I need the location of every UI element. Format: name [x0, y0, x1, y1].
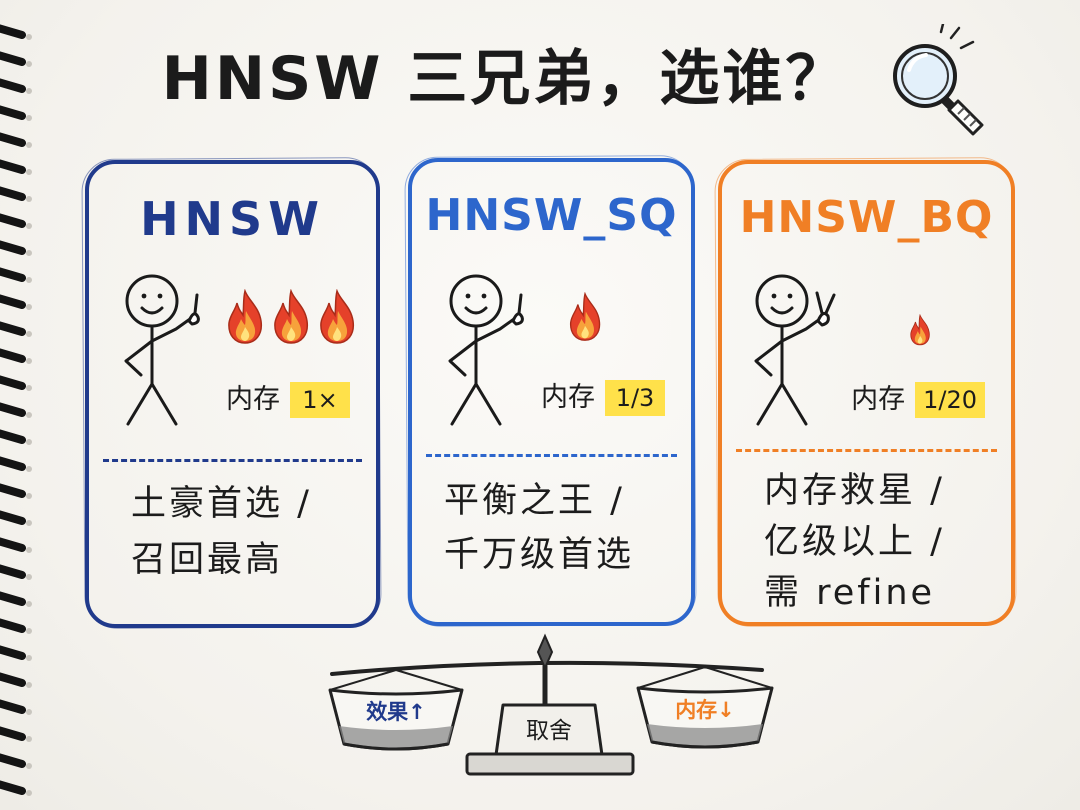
spiral-ring: [0, 321, 32, 337]
description-line: 土豪首选 /: [131, 484, 312, 524]
memory-value-highlight: 1/20: [915, 382, 985, 418]
flame-rating: [908, 313, 932, 346]
dashed-divider: [736, 449, 997, 452]
spiral-ring: [0, 24, 32, 40]
card-hnsw: HNSW 内存 1× 土豪首选 / 召回最高: [85, 160, 380, 628]
card-title: HNSW_BQ: [739, 192, 994, 243]
stick-figure-pointing-icon: [448, 274, 524, 426]
spiral-ring: [0, 699, 32, 715]
description-line: 需 refine: [764, 573, 936, 613]
spiral-ring: [0, 348, 32, 364]
memory-row: 内存 1/3: [541, 380, 665, 416]
spiral-ring: [0, 483, 32, 499]
spiral-ring: [0, 375, 32, 391]
spiral-ring: [0, 591, 32, 607]
spiral-ring: [0, 780, 32, 796]
spiral-binding: [0, 24, 32, 796]
scale-base-label: 取舍: [526, 718, 572, 744]
flame-rating: [224, 288, 358, 345]
page-title: HNSW 三兄弟，选谁？: [161, 44, 849, 114]
card-title: HNSW_SQ: [425, 190, 678, 241]
spiral-ring: [0, 186, 32, 202]
spiral-ring: [0, 672, 32, 688]
left-pan-string: [329, 669, 397, 691]
description-line: 内存救星 /: [764, 471, 945, 511]
magnifying-glass-icon: [893, 24, 984, 136]
spiral-ring: [0, 294, 32, 310]
description-line: 亿级以上 /: [764, 522, 945, 562]
spiral-ring: [0, 240, 32, 256]
spiral-ring: [0, 51, 32, 67]
dashed-divider: [426, 454, 677, 457]
stick-figure-victory-icon: [754, 274, 836, 426]
flame-icon: [316, 288, 358, 345]
spiral-ring: [0, 78, 32, 94]
memory-row: 内存 1/20: [851, 382, 985, 418]
spiral-ring: [0, 105, 32, 121]
scale-base-plate: [465, 752, 635, 776]
left-pan: 效果↑: [328, 688, 464, 751]
memory-value-highlight: 1×: [290, 382, 350, 418]
description-line: 千万级首选: [444, 535, 635, 575]
right-pan: 内存↓: [636, 686, 774, 749]
description-line: 召回最高: [131, 540, 284, 580]
right-pan-string: [637, 666, 706, 689]
flame-rating: [567, 291, 603, 342]
flame-icon: [270, 288, 312, 345]
scale-pointer: [536, 633, 554, 671]
flame-icon: [908, 313, 932, 346]
spiral-ring: [0, 429, 32, 445]
dashed-divider: [103, 459, 362, 462]
right-pan-string: [704, 666, 773, 689]
memory-label: 内存: [851, 384, 906, 415]
stick-figure-pointing-icon: [124, 274, 200, 426]
spiral-ring: [0, 537, 32, 553]
card-hnsw-bq: HNSW_BQ 内存 1/20 内存救星 / 亿级以上 / 需 refine: [718, 160, 1015, 626]
card-title: HNSW: [140, 192, 325, 246]
card-description: 土豪首选 / 召回最高: [131, 476, 312, 588]
card-hnsw-sq: HNSW_SQ 内存 1/3 平衡之王 / 千万级首选: [408, 158, 695, 626]
spiral-ring: [0, 753, 32, 769]
spiral-ring: [0, 618, 32, 634]
spiral-ring: [0, 456, 32, 472]
memory-label: 内存: [226, 384, 280, 415]
flame-icon: [224, 288, 266, 345]
left-pan-label: 效果↑: [366, 700, 426, 724]
spiral-ring: [0, 402, 32, 418]
spiral-ring: [0, 132, 32, 148]
spiral-ring: [0, 510, 32, 526]
spiral-ring: [0, 267, 32, 283]
balance-scale-icon: 效果↑ 内存↓ 取舍: [328, 633, 774, 776]
memory-value-highlight: 1/3: [605, 380, 665, 416]
spiral-ring: [0, 159, 32, 175]
spiral-ring: [0, 645, 32, 661]
description-line: 平衡之王 /: [444, 481, 625, 521]
memory-label: 内存: [541, 382, 595, 413]
right-pan-label: 内存↓: [675, 698, 735, 722]
flame-icon: [567, 291, 603, 342]
memory-row: 内存 1×: [226, 382, 350, 418]
spiral-ring: [0, 726, 32, 742]
card-description: 内存救星 / 亿级以上 / 需 refine: [764, 466, 945, 619]
card-description: 平衡之王 / 千万级首选: [444, 474, 634, 582]
spiral-ring: [0, 564, 32, 580]
spiral-ring: [0, 213, 32, 229]
left-pan-string: [395, 669, 463, 691]
